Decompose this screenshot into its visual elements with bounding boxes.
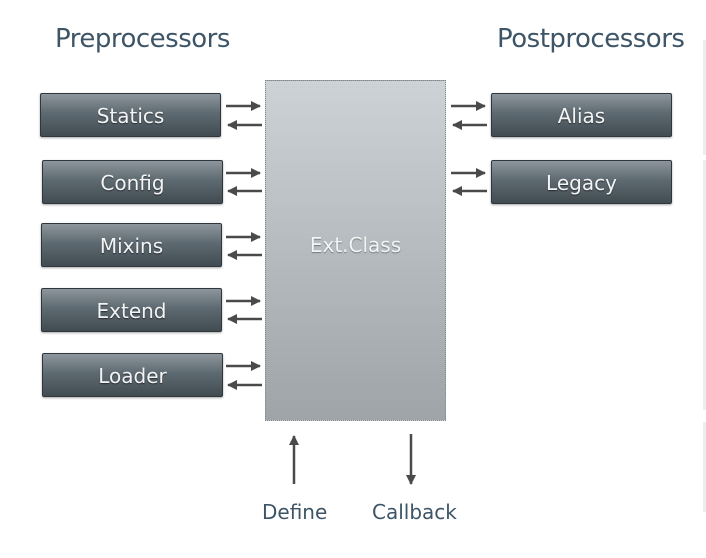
preprocessor-extend: Extend	[41, 288, 222, 332]
edge-divider	[703, 40, 706, 155]
preprocessor-config: Config	[42, 160, 223, 204]
postprocessor-legacy: Legacy	[491, 160, 672, 204]
ext-class-label: Ext.Class	[309, 233, 402, 257]
callback-label: Callback	[372, 500, 457, 524]
ext-class-box: Ext.Class	[265, 80, 446, 421]
postprocessors-heading: Postprocessors	[497, 24, 685, 54]
preprocessor-mixins: Mixins	[41, 223, 222, 267]
postprocessor-alias: Alias	[491, 93, 672, 137]
define-label: Define	[262, 500, 328, 524]
preprocessors-heading: Preprocessors	[55, 24, 230, 54]
edge-divider	[703, 422, 706, 512]
edge-divider	[703, 160, 706, 410]
preprocessor-loader: Loader	[42, 353, 223, 397]
preprocessor-statics: Statics	[40, 93, 221, 137]
